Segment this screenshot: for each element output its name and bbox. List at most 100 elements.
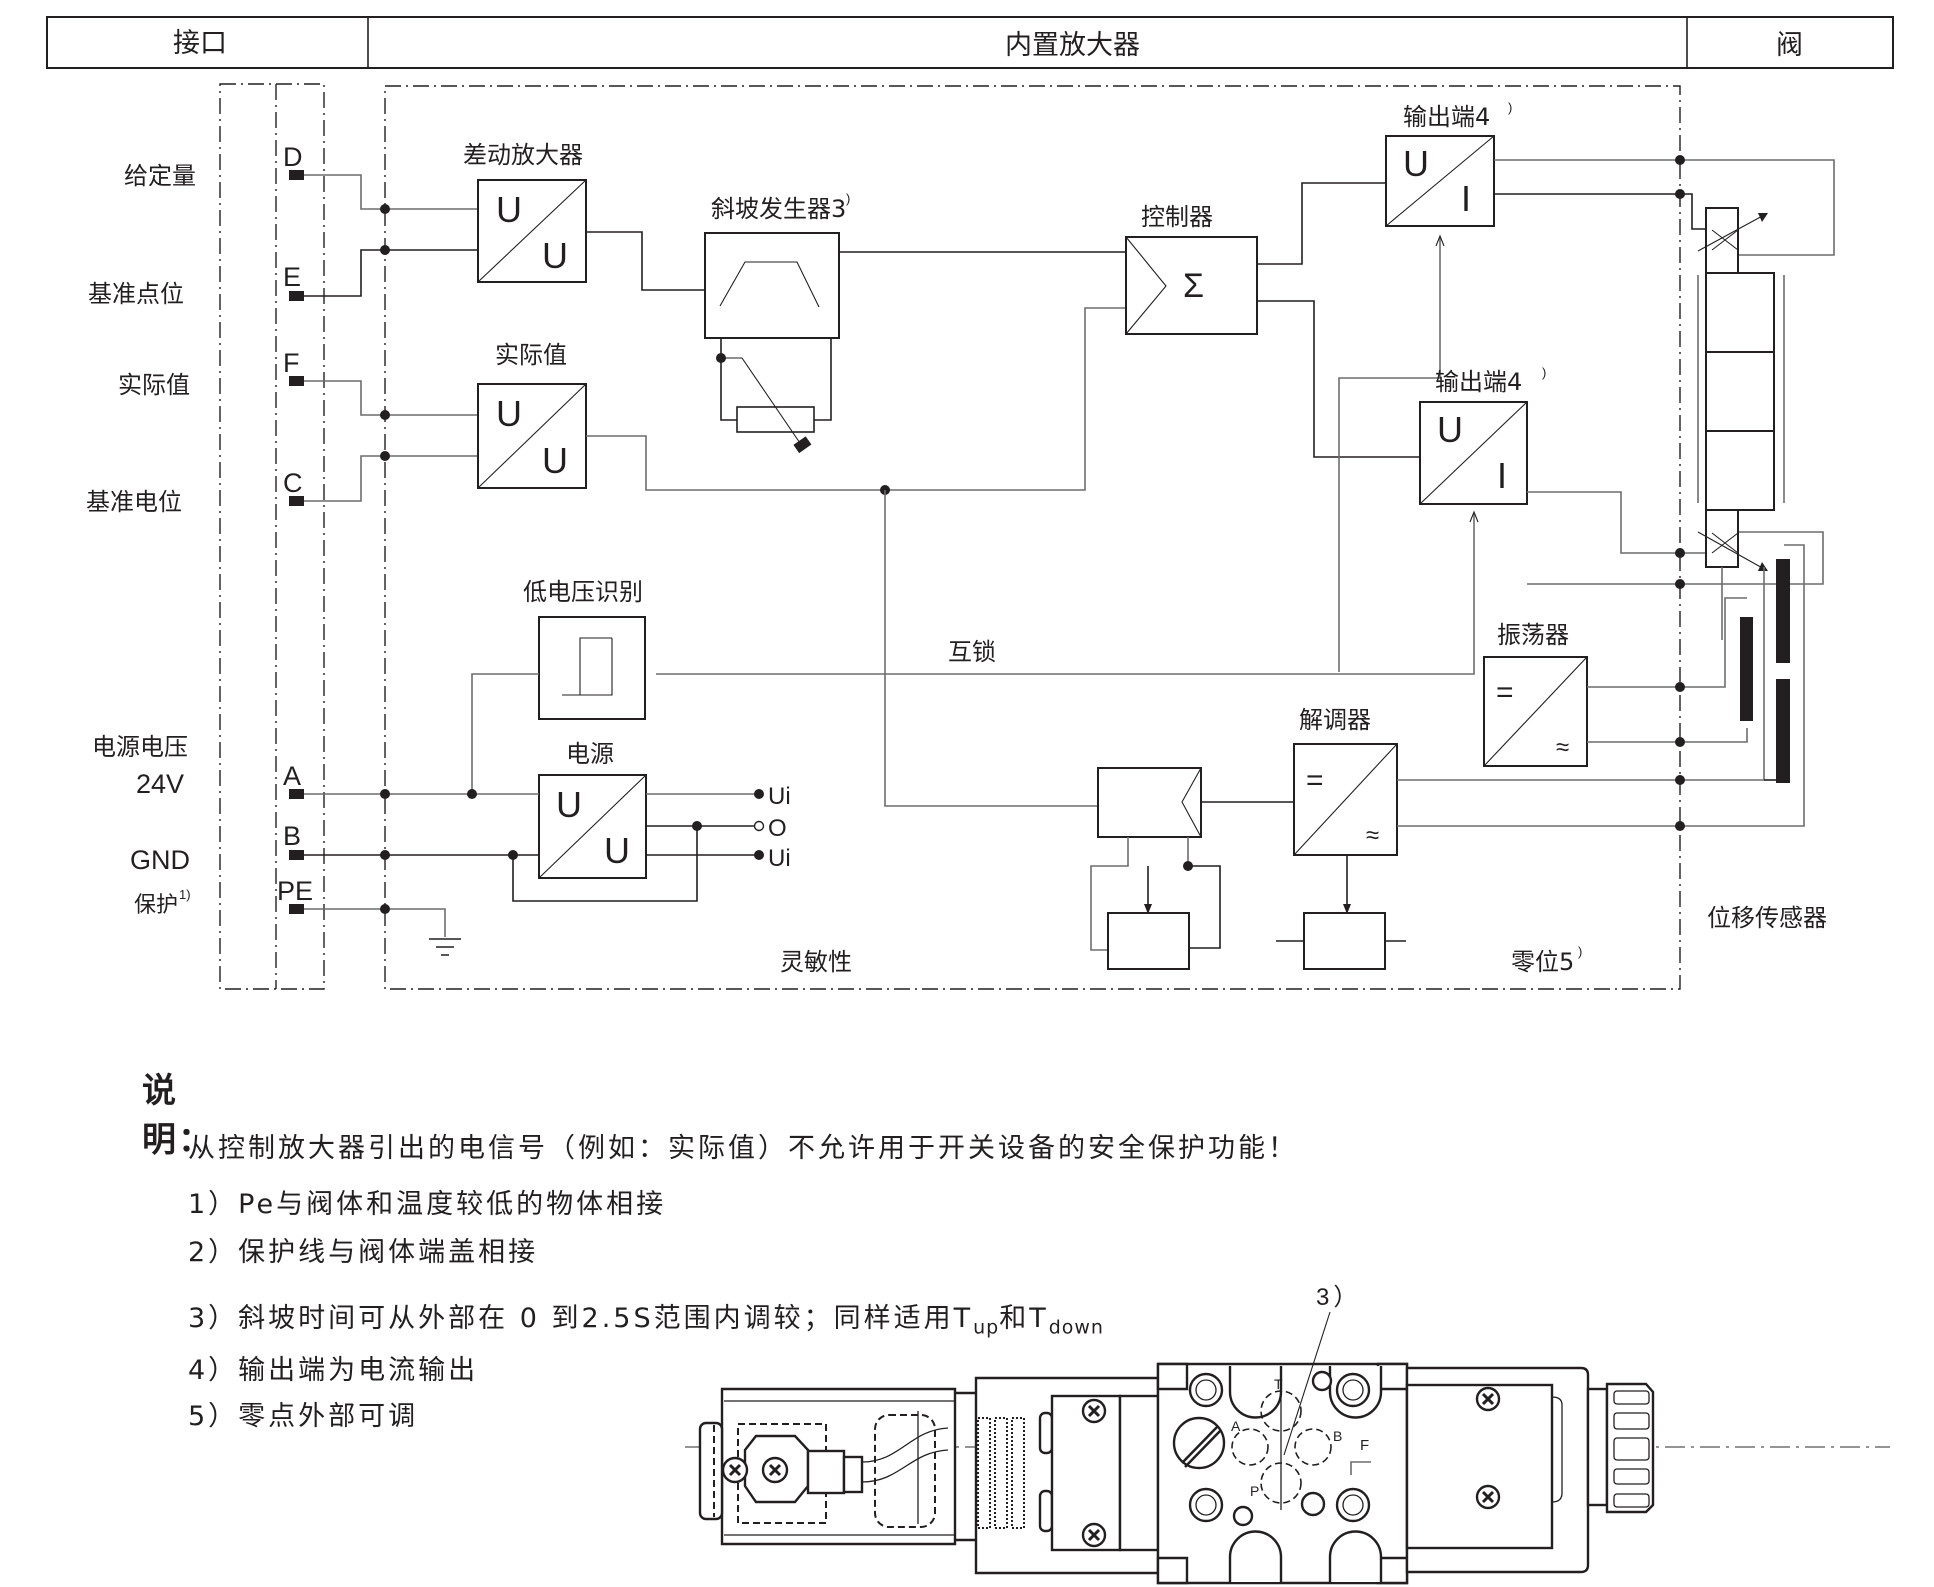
svg-text:): ) bbox=[1508, 100, 1512, 115]
interlock-label: 互锁 bbox=[948, 638, 996, 666]
actual-value-label: 实际值 bbox=[495, 341, 567, 369]
header-table: 接口 内置放大器 阀 bbox=[46, 16, 1894, 69]
port-t: T bbox=[1274, 1376, 1283, 1392]
osc-dc: = bbox=[1496, 676, 1514, 709]
amplifier-frame bbox=[384, 85, 1681, 990]
low-voltage-label: 低电压识别 bbox=[523, 578, 643, 606]
actual-value-amplifier: 实际值 U U bbox=[477, 341, 587, 489]
label-protect-sup: 1) bbox=[179, 887, 191, 902]
wire-actual-to-controller bbox=[586, 307, 1126, 491]
label-supply: 电源电压 bbox=[92, 733, 188, 761]
header-amplifier: 内置放大器 bbox=[1005, 30, 1140, 61]
note-3-down: down bbox=[1048, 1316, 1104, 1339]
output-to-valve-wiring bbox=[1494, 155, 1835, 589]
wire-interlock bbox=[656, 672, 1475, 675]
valve-spool-symbol[interactable] bbox=[1697, 207, 1785, 640]
ramp-label: 斜坡发生器3 bbox=[711, 195, 846, 223]
out2-u: U bbox=[1437, 409, 1463, 450]
wire-ctrl-to-out1 bbox=[1257, 182, 1386, 265]
power-u-in: U bbox=[556, 784, 582, 825]
sensitivity-adjuster[interactable] bbox=[1107, 912, 1190, 970]
note-1: 1）Pe与阀体和温度较低的物体相接 bbox=[188, 1189, 667, 1220]
output-stage-2: 输出端4 ) U I bbox=[1419, 365, 1546, 505]
oscillator-label: 振荡器 bbox=[1497, 621, 1569, 649]
note-3: 3）斜坡时间可从外部在 0 到2.5S范围内调较；同样适用Tup和Tdown bbox=[188, 1296, 1104, 1338]
output-stage-1: 输出端4 ) U I bbox=[1385, 100, 1512, 227]
label-supply-voltage: 24V bbox=[136, 769, 184, 799]
wire-interlock-to-out1 bbox=[1338, 238, 1441, 672]
note-5: 5）零点外部可调 bbox=[188, 1401, 419, 1432]
oscillator: 振荡器 = ≈ bbox=[1483, 621, 1588, 767]
svg-text:): ) bbox=[846, 191, 850, 206]
power-u-out: U bbox=[604, 830, 630, 871]
note-4: 4）输出端为电流输出 bbox=[188, 1355, 479, 1386]
terminal-a[interactable] bbox=[289, 789, 304, 799]
pin-f: F bbox=[283, 348, 300, 378]
low-voltage-detector: 低电压识别 bbox=[523, 578, 646, 720]
note-3-and: 和T bbox=[999, 1303, 1049, 1334]
power-supply: 电源 U U bbox=[538, 740, 647, 879]
terminal-c[interactable] bbox=[289, 496, 304, 506]
note-3-up: up bbox=[973, 1316, 1000, 1339]
svg-text:): ) bbox=[1578, 944, 1582, 959]
terminal-f[interactable] bbox=[289, 376, 304, 386]
terminal-pins: D E F C A B PE bbox=[277, 142, 313, 914]
demod-dc: = bbox=[1306, 764, 1324, 797]
callout-3: 3） bbox=[1316, 1284, 1361, 1311]
demodulator: 解调器 = ≈ 零位5 ) bbox=[1276, 706, 1582, 976]
wire-diff-to-ramp bbox=[586, 231, 705, 291]
valve-drawing: A T B P F 3） bbox=[685, 1284, 1890, 1585]
port-p: P bbox=[1250, 1483, 1259, 1499]
demod-ac: ≈ bbox=[1366, 822, 1379, 849]
output1-label: 输出端4 bbox=[1403, 103, 1490, 131]
diff-amp-u-in: U bbox=[496, 189, 522, 230]
ramp-adjust-screw[interactable] bbox=[1172, 1416, 1226, 1470]
input-wiring bbox=[304, 174, 478, 502]
diff-amp-label: 差动放大器 bbox=[463, 141, 583, 169]
output-ui-minus: Ui bbox=[768, 845, 791, 872]
pin-b: B bbox=[283, 821, 301, 851]
label-actual: 实际值 bbox=[118, 371, 190, 399]
label-ref-point: 基准点位 bbox=[88, 280, 184, 308]
output2-label: 输出端4 bbox=[1435, 368, 1522, 396]
sensitivity-block: 灵敏性 bbox=[780, 767, 1221, 976]
actual-amp-u-out: U bbox=[542, 440, 568, 481]
pin-d: D bbox=[283, 142, 303, 172]
out1-u: U bbox=[1403, 143, 1429, 184]
controller: 控制器 Σ bbox=[1125, 203, 1258, 335]
ramp-adjust-knob[interactable] bbox=[793, 436, 812, 454]
pin-pe: PE bbox=[277, 876, 313, 906]
label-gnd: GND bbox=[130, 845, 190, 875]
label-setpoint: 给定量 bbox=[124, 162, 196, 190]
osc-ac: ≈ bbox=[1556, 734, 1569, 761]
output-zero: O bbox=[768, 815, 787, 842]
sensor-label: 位移传感器 bbox=[1707, 904, 1827, 932]
diff-amplifier: 差动放大器 U U bbox=[463, 141, 587, 283]
terminal-pe[interactable] bbox=[289, 904, 304, 914]
terminal-e[interactable] bbox=[289, 291, 304, 301]
actual-amp-u-in: U bbox=[496, 393, 522, 434]
label-protect: 保护 bbox=[134, 893, 178, 918]
terminal-b[interactable] bbox=[289, 850, 304, 860]
power-label: 电源 bbox=[566, 740, 614, 768]
demodulator-label: 解调器 bbox=[1299, 706, 1371, 734]
wire-ctrl-to-out2 bbox=[1257, 300, 1420, 458]
pin-c: C bbox=[283, 468, 303, 498]
output-ui-plus: Ui bbox=[768, 783, 791, 810]
out2-i: I bbox=[1497, 455, 1507, 496]
port-f: F bbox=[1360, 1437, 1369, 1454]
port-b: B bbox=[1333, 1428, 1342, 1444]
diff-amp-u-out: U bbox=[542, 235, 568, 276]
zero-adjuster[interactable] bbox=[1303, 912, 1386, 970]
header-valve: 阀 bbox=[1776, 30, 1803, 61]
out1-i: I bbox=[1461, 178, 1471, 219]
sensitivity-label: 灵敏性 bbox=[780, 948, 852, 976]
pin-e: E bbox=[283, 262, 301, 292]
supply-wiring: Ui O Ui bbox=[304, 783, 791, 956]
controller-label: 控制器 bbox=[1141, 203, 1213, 231]
header-interface: 接口 bbox=[173, 28, 227, 59]
note-3-text: 3）斜坡时间可从外部在 0 到2.5S范围内调较；同样适用T bbox=[188, 1303, 974, 1334]
label-ref-potential: 基准电位 bbox=[86, 488, 182, 516]
terminal-d[interactable] bbox=[289, 170, 304, 180]
